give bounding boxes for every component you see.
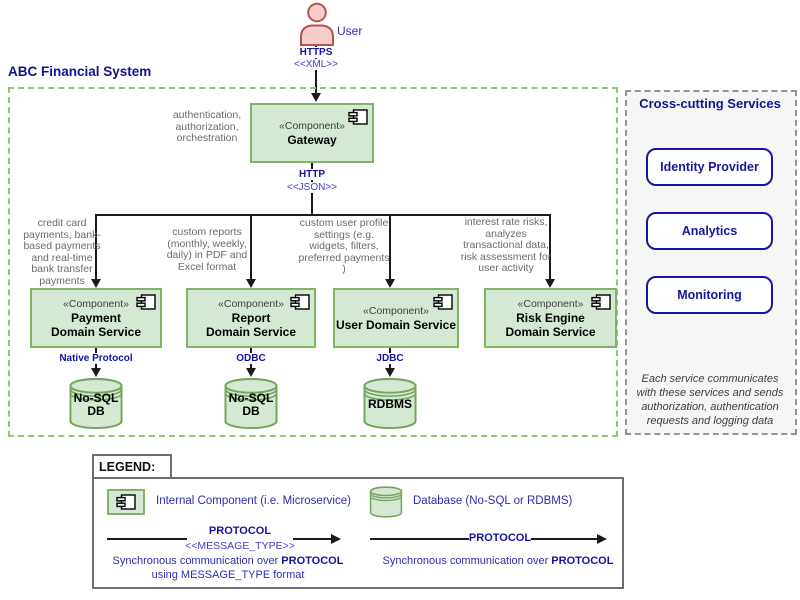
- user-service-note: custom user profile settings (e.g. widge…: [298, 217, 390, 275]
- legend-left-arrow-line1: [107, 538, 187, 540]
- legend-tab: LEGEND:: [92, 454, 172, 479]
- connector-horizontal-line: [95, 214, 551, 216]
- risk-stereotype: «Component»: [517, 297, 584, 310]
- drop-line-report: [250, 214, 252, 280]
- legend-left-arrow-protocol: PROTOCOL: [208, 525, 272, 537]
- cross-cutting-panel: [625, 90, 797, 435]
- cross-cutting-title: Cross-cutting Services: [639, 96, 781, 111]
- drop-line-user: [389, 214, 391, 280]
- legend-left-caption-text: Synchronous communication over: [112, 555, 282, 567]
- https-arrowhead: [311, 93, 321, 102]
- database-label-nosql-report: No-SQL DB: [228, 391, 274, 418]
- https-protocol-label: HTTPS: [297, 47, 335, 58]
- risk-service-note: interest rate risks, analyzes transactio…: [460, 216, 552, 274]
- component-icon: [433, 294, 453, 310]
- report-service-note: custom reports (monthly, weekly, daily) …: [166, 226, 248, 273]
- cross-cutting-item-monitoring: Monitoring: [646, 276, 773, 314]
- legend-box: [92, 477, 624, 589]
- risk-name: Risk Engine Domain Service: [505, 310, 596, 339]
- cross-cutting-item-analytics: Analytics: [646, 212, 773, 250]
- component-icon: [116, 494, 136, 510]
- user-db-protocol-label: JDBC: [374, 353, 406, 364]
- user-stereotype: «Component»: [363, 304, 429, 317]
- user-actor-label: User: [337, 24, 363, 38]
- payment-db-protocol-label: Native Protocol: [57, 353, 135, 364]
- drop-line-payment: [95, 214, 97, 280]
- component-icon: [290, 294, 310, 310]
- gateway-component: «Component» Gateway: [250, 103, 374, 163]
- legend-component-label: Internal Component (i.e. Microservice): [156, 495, 351, 507]
- component-icon: [591, 294, 611, 310]
- legend-left-arrowhead: [331, 534, 341, 544]
- risk-engine-domain-service-component: «Component» Risk Engine Domain Service: [484, 288, 617, 348]
- legend-left-arrow-message-type: <<MESSAGE_TYPE>>: [185, 540, 295, 552]
- report-stereotype: «Component»: [218, 297, 284, 310]
- arrowhead-report: [246, 279, 256, 288]
- report-name: Report Domain Service: [205, 310, 297, 339]
- database-label-rdbms: RDBMS: [368, 397, 412, 411]
- payment-name: Payment Domain Service: [50, 310, 142, 339]
- legend-right-caption-protocol: PROTOCOL: [551, 555, 614, 567]
- legend-right-arrow-caption: Synchronous communication over PROTOCOL: [383, 554, 614, 568]
- cross-cutting-note: Each service communicates with these ser…: [636, 373, 784, 427]
- legend-database-label: Database (No-SQL or RDBMS): [413, 495, 573, 507]
- component-icon: [136, 294, 156, 310]
- legend-component-icon: [107, 489, 145, 515]
- cross-cutting-item-identity-provider: Identity Provider: [646, 148, 773, 186]
- system-boundary: [8, 87, 618, 437]
- user-domain-service-component: «Component» User Domain Service: [333, 288, 459, 348]
- payment-stereotype: «Component»: [63, 297, 129, 310]
- payment-service-note: credit card payments, bank-based payment…: [23, 217, 101, 287]
- user-actor-icon: [300, 2, 334, 46]
- legend-right-caption-text: Synchronous communication over: [382, 555, 552, 567]
- legend-left-arrow-caption: Synchronous communication over PROTOCOL …: [113, 554, 344, 582]
- arrowhead-risk: [545, 279, 555, 288]
- user-name: User Domain Service: [335, 317, 457, 332]
- gateway-note: authentication, authorization, orchestra…: [172, 109, 242, 144]
- user-db-arrowhead: [385, 368, 395, 377]
- database-cylinder-rdbms: [363, 377, 417, 430]
- payment-domain-service-component: «Component» Payment Domain Service: [30, 288, 162, 348]
- report-db-protocol-label: ODBC: [234, 353, 268, 364]
- component-icon: [348, 109, 368, 125]
- legend-right-arrow-protocol: PROTOCOL: [468, 532, 532, 544]
- database-cylinder-nosql-payment: [69, 377, 123, 430]
- database-cylinder-nosql-report: [224, 377, 278, 430]
- https-message-type-label: <<XML>>: [292, 59, 340, 70]
- system-title: ABC Financial System: [8, 64, 152, 79]
- database-label-nosql-payment: No-SQL DB: [73, 391, 119, 418]
- arrowhead-payment: [91, 279, 101, 288]
- http-protocol-label: HTTP: [296, 169, 328, 180]
- gateway-name: Gateway: [287, 132, 337, 147]
- legend-left-caption-line2: using MESSAGE_TYPE format: [151, 569, 305, 581]
- legend-left-caption-protocol: PROTOCOL: [281, 555, 344, 567]
- legend-right-arrowhead: [597, 534, 607, 544]
- legend-left-arrow-line2: [293, 538, 332, 540]
- report-db-arrowhead: [246, 368, 256, 377]
- http-message-type-label: <<JSON>>: [284, 182, 340, 193]
- drop-line-risk: [549, 214, 551, 280]
- payment-db-arrowhead: [91, 368, 101, 377]
- report-domain-service-component: «Component» Report Domain Service: [186, 288, 316, 348]
- legend-database-icon: [369, 486, 403, 518]
- arrowhead-user: [385, 279, 395, 288]
- gateway-stereotype: «Component»: [279, 119, 345, 132]
